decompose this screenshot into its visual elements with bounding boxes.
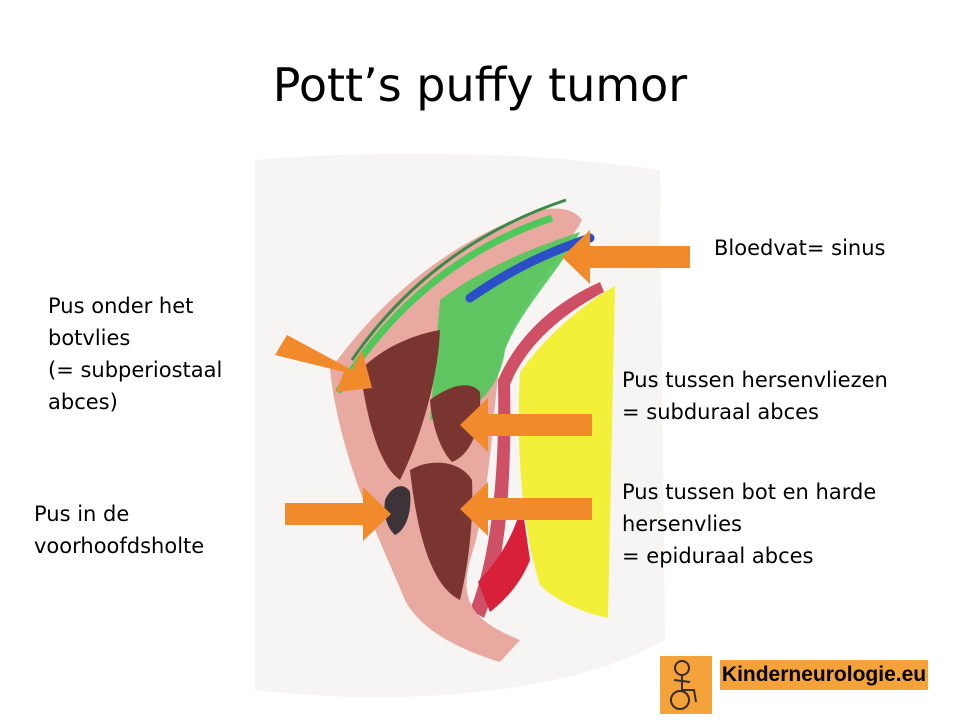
inner-green-layer — [430, 232, 580, 420]
label-line: (= subperiostaal — [48, 358, 223, 382]
subperiosteal-abscess — [360, 330, 440, 480]
label-line: Pus tussen hersenvliezen — [622, 368, 888, 392]
blood-vessel-sinus — [465, 233, 595, 303]
arrow-sinus — [562, 230, 690, 284]
label-frontal-sinus: Pus in de voorhoofdsholte — [34, 498, 204, 562]
green-layer-outer — [350, 198, 567, 361]
label-line: = epiduraal abces — [622, 544, 814, 568]
dura-layer — [470, 282, 604, 618]
label-line: = subduraal abces — [622, 400, 819, 424]
frontal-sinus-pus — [384, 486, 411, 535]
label-line: Bloedvat= sinus — [714, 236, 886, 260]
brain-region — [518, 286, 615, 618]
label-line: voorhoofdsholte — [34, 534, 205, 558]
label-line: botvlies — [48, 326, 131, 350]
logo-text: Kinderneurologie.eu — [720, 660, 928, 690]
arrow-epidural — [460, 482, 592, 536]
epidural-abscess — [410, 462, 473, 600]
label-epidural: Pus tussen bot en harde hersenvlies = ep… — [622, 476, 876, 572]
child-wheelchair-icon — [660, 656, 712, 714]
label-line: hersenvlies — [622, 512, 742, 536]
label-subperiosteal: Pus onder het botvlies (= subperiostaal … — [48, 290, 222, 418]
label-line: Pus tussen bot en harde — [622, 480, 877, 504]
red-cortex-layer — [478, 505, 530, 612]
label-line: abces) — [48, 390, 118, 414]
label-line: Pus onder het — [48, 294, 194, 318]
arrow-subperiosteal — [275, 335, 372, 392]
arrow-frontal-sinus — [285, 487, 391, 541]
label-sinus: Bloedvat= sinus — [714, 232, 885, 264]
slide-title: Pott’s puffy tumor — [272, 58, 688, 112]
subdural-abscess — [430, 385, 481, 462]
arrow-subdural — [460, 398, 592, 452]
label-subdural: Pus tussen hersenvliezen = subduraal abc… — [622, 364, 888, 428]
label-line: Pus in de — [34, 502, 130, 526]
site-logo: Kinderneurologie.eu — [660, 656, 932, 714]
